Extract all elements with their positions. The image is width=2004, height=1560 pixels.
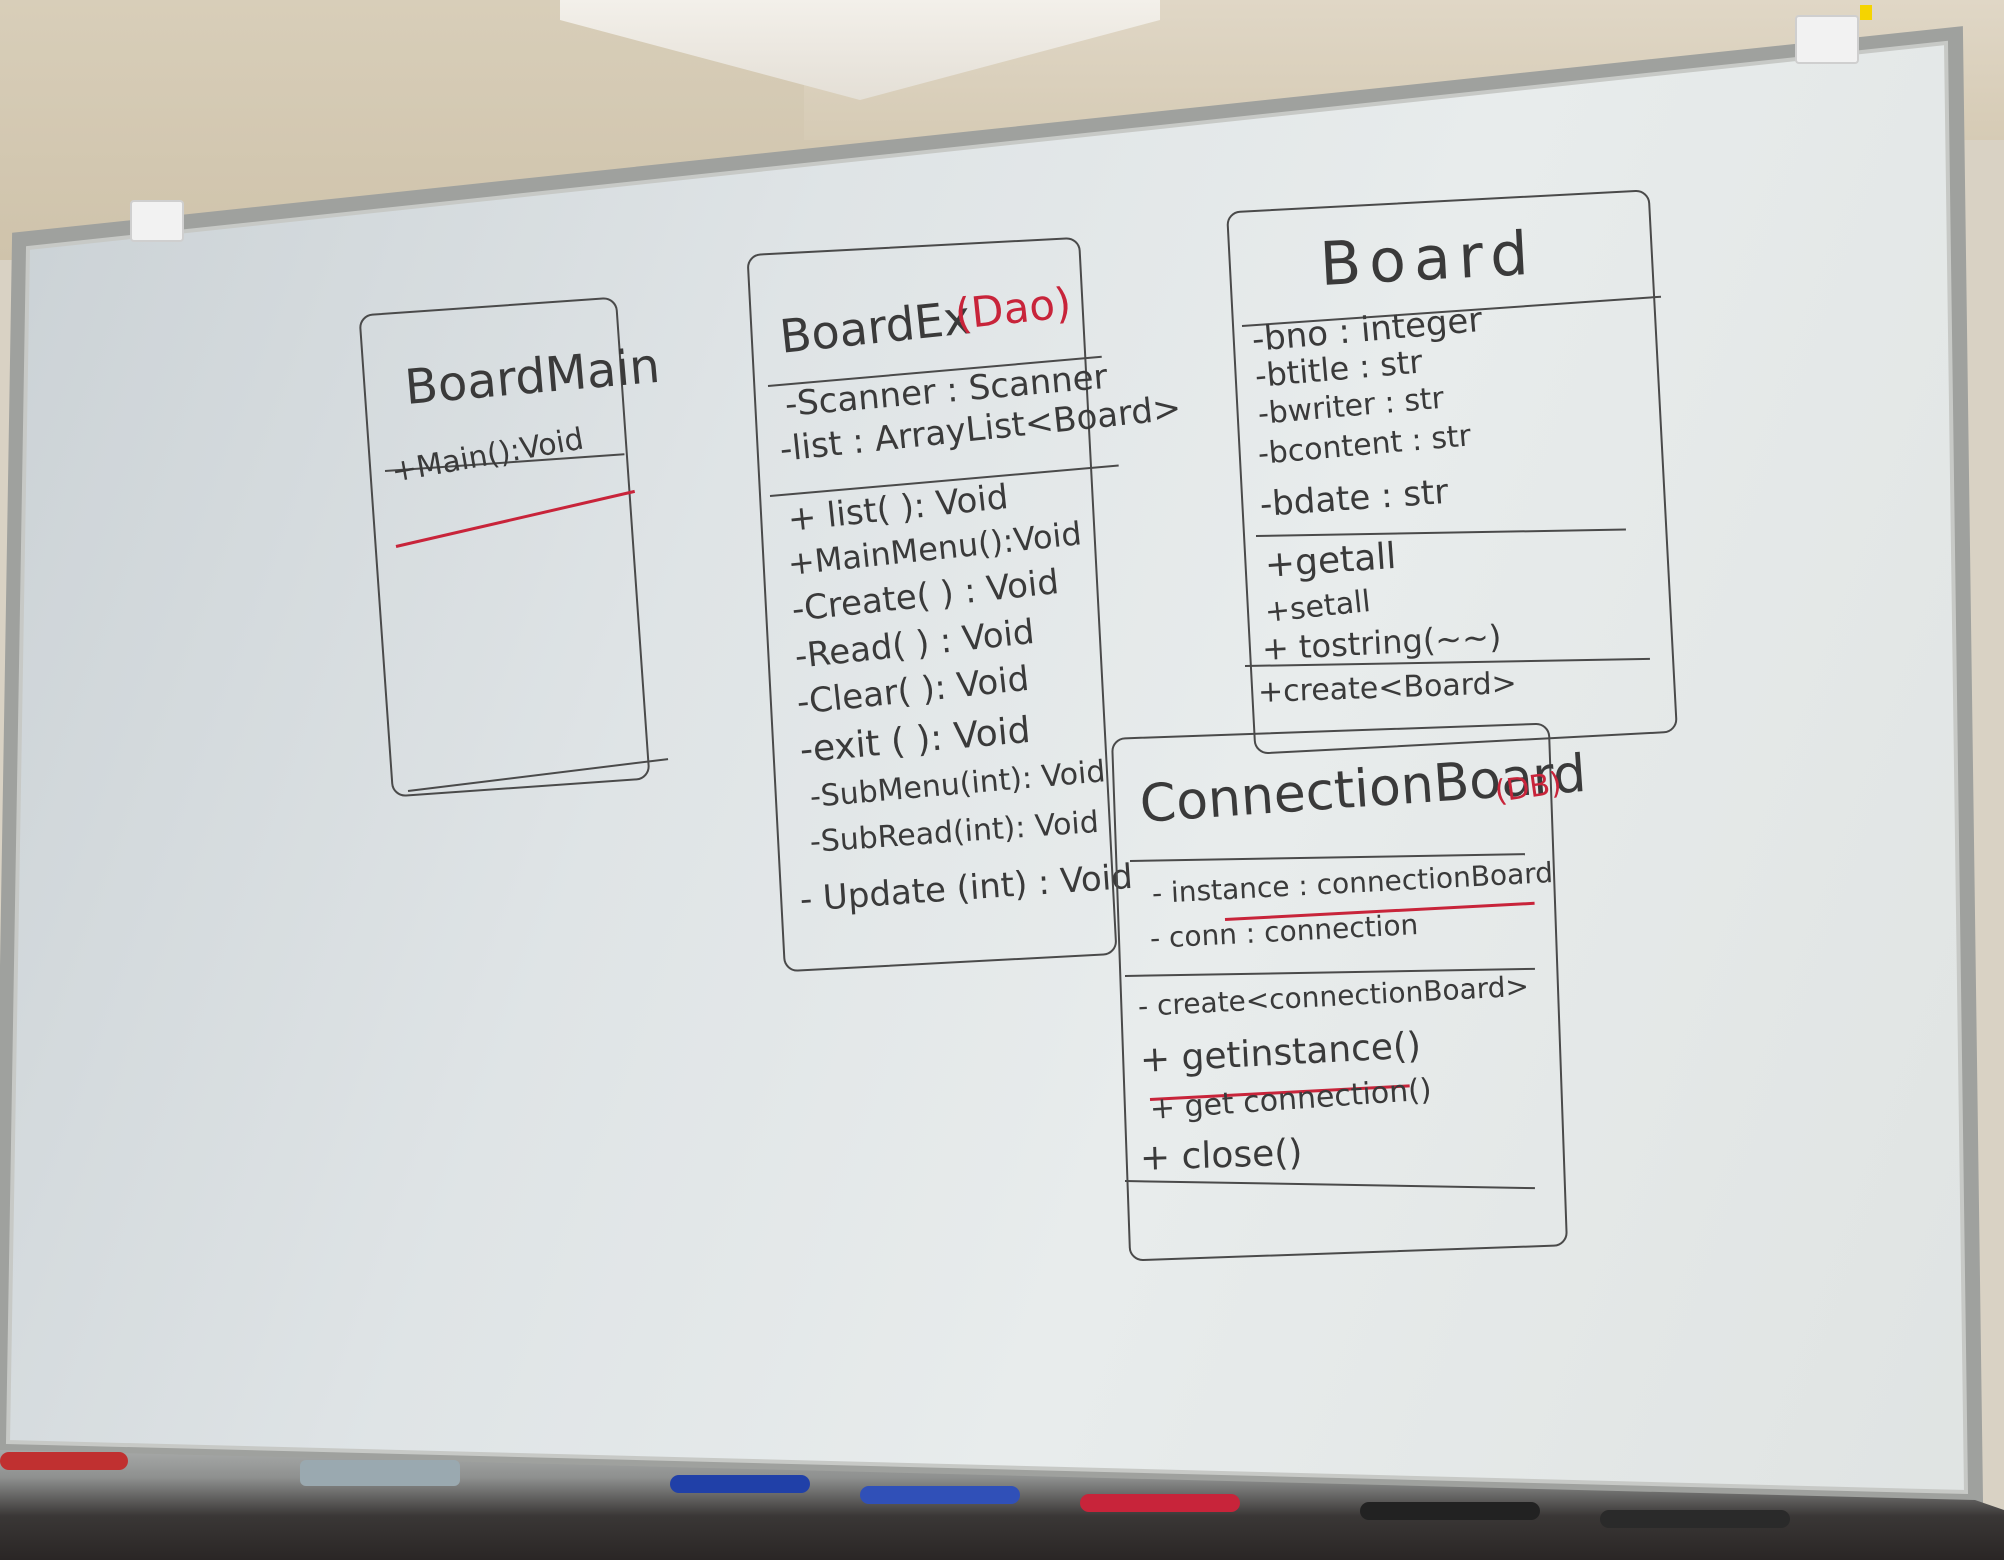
blue-marker[interactable] <box>670 1475 810 1493</box>
black-marker-2[interactable] <box>1600 1510 1790 1528</box>
black-marker[interactable] <box>1360 1502 1540 1520</box>
red-marker[interactable] <box>1080 1494 1240 1512</box>
eraser[interactable] <box>300 1460 460 1486</box>
brand-sticker <box>1860 5 1872 20</box>
board-clip-right <box>1795 15 1859 64</box>
board-clip-left <box>130 200 184 242</box>
red-marker-left[interactable] <box>0 1452 128 1470</box>
connectionboard-method-close: + close() <box>1139 1132 1304 1179</box>
blue-marker-2[interactable] <box>860 1486 1020 1504</box>
board-class-title: Board <box>1318 218 1538 300</box>
